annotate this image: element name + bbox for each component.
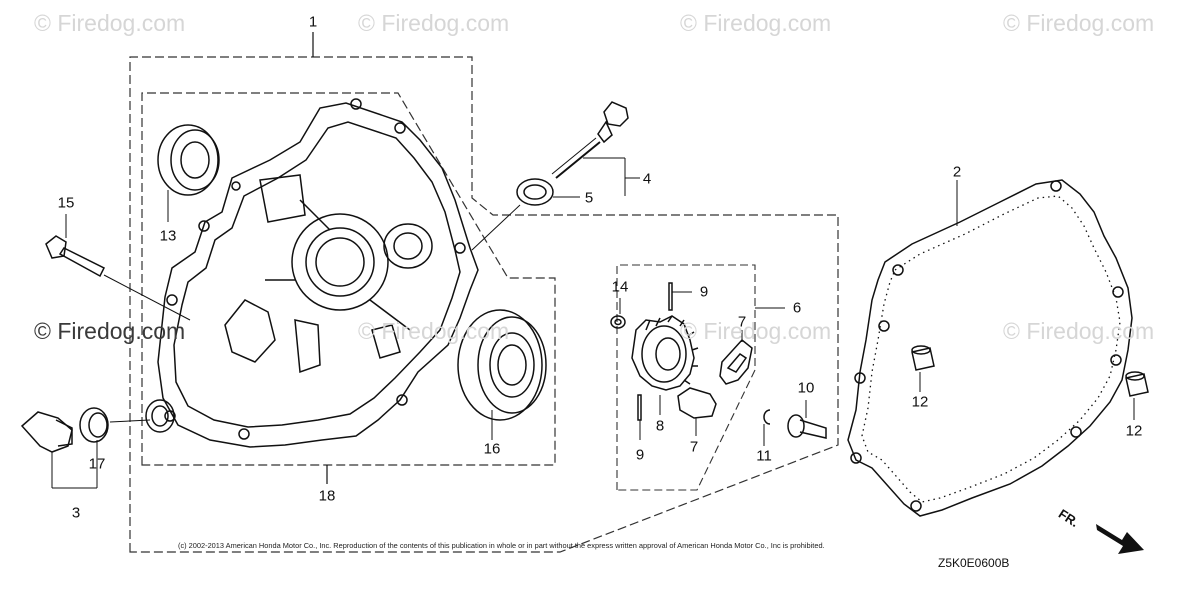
callout-5: 5 bbox=[584, 189, 594, 207]
group-frame-18 bbox=[141, 92, 556, 466]
callout-3: 3 bbox=[71, 504, 81, 522]
governor-holder-7a bbox=[719, 330, 753, 385]
callout-7a: 7 bbox=[737, 313, 747, 331]
front-arrow-icon bbox=[1096, 524, 1144, 554]
watermark-dark: © Firedog.com bbox=[34, 318, 186, 344]
dowel-pin-12a bbox=[911, 345, 935, 392]
gasket-2 bbox=[847, 179, 1133, 517]
callout-12a: 12 bbox=[911, 393, 929, 411]
callout-11: 11 bbox=[756, 447, 772, 465]
watermark: © Firedog.com bbox=[358, 10, 510, 36]
callout-16: 16 bbox=[483, 440, 501, 458]
callout-12b: 12 bbox=[1125, 422, 1143, 440]
governor-gear-8 bbox=[631, 315, 699, 415]
pin-9b bbox=[637, 394, 642, 440]
washer-14 bbox=[610, 298, 626, 329]
watermark: © Firedog.com bbox=[34, 10, 186, 36]
watermark: © Firedog.com bbox=[1003, 318, 1155, 344]
callout-18: 18 bbox=[318, 487, 336, 505]
callout-7b: 7 bbox=[689, 438, 699, 456]
circlip-11 bbox=[763, 409, 771, 446]
callout-9a: 9 bbox=[699, 283, 709, 301]
bearing-16 bbox=[457, 309, 547, 440]
copyright-notice: (c) 2002-2013 American Honda Motor Co., … bbox=[178, 541, 825, 550]
callout-17: 17 bbox=[88, 455, 106, 473]
dipstick-4 bbox=[551, 101, 640, 196]
watermark: © Firedog.com bbox=[1003, 10, 1155, 36]
washer-17 bbox=[79, 407, 151, 443]
o-ring-5 bbox=[471, 178, 580, 251]
watermark: © Firedog.com bbox=[680, 10, 832, 36]
crankcase-cover bbox=[157, 98, 479, 448]
group-frame-6 bbox=[616, 264, 756, 491]
callout-15: 15 bbox=[57, 194, 75, 212]
figure-code: Z5K0E0600B bbox=[938, 556, 1010, 570]
watermark: © Firedog.com bbox=[680, 318, 832, 344]
callout-10: 10 bbox=[797, 379, 815, 397]
callout-6: 6 bbox=[792, 299, 802, 317]
bolt-10 bbox=[787, 400, 827, 439]
callout-4: 4 bbox=[642, 170, 652, 188]
dowel-pin-12b bbox=[1125, 371, 1149, 420]
callout-8: 8 bbox=[655, 417, 665, 435]
flange-bolt-15 bbox=[45, 214, 191, 321]
drain-plug-3 bbox=[20, 411, 98, 489]
callout-9b: 9 bbox=[635, 446, 645, 464]
watermark: © Firedog.com bbox=[358, 318, 510, 344]
callout-2: 2 bbox=[952, 163, 962, 181]
oil-seal-13 bbox=[157, 124, 220, 222]
callout-13: 13 bbox=[159, 227, 177, 245]
pin-9a bbox=[668, 282, 692, 311]
callout-14: 14 bbox=[611, 278, 629, 296]
governor-holder-7b bbox=[677, 387, 717, 436]
group-frame-1 bbox=[129, 56, 839, 553]
callout-1: 1 bbox=[308, 13, 318, 31]
fill-neck-ring bbox=[145, 399, 175, 433]
